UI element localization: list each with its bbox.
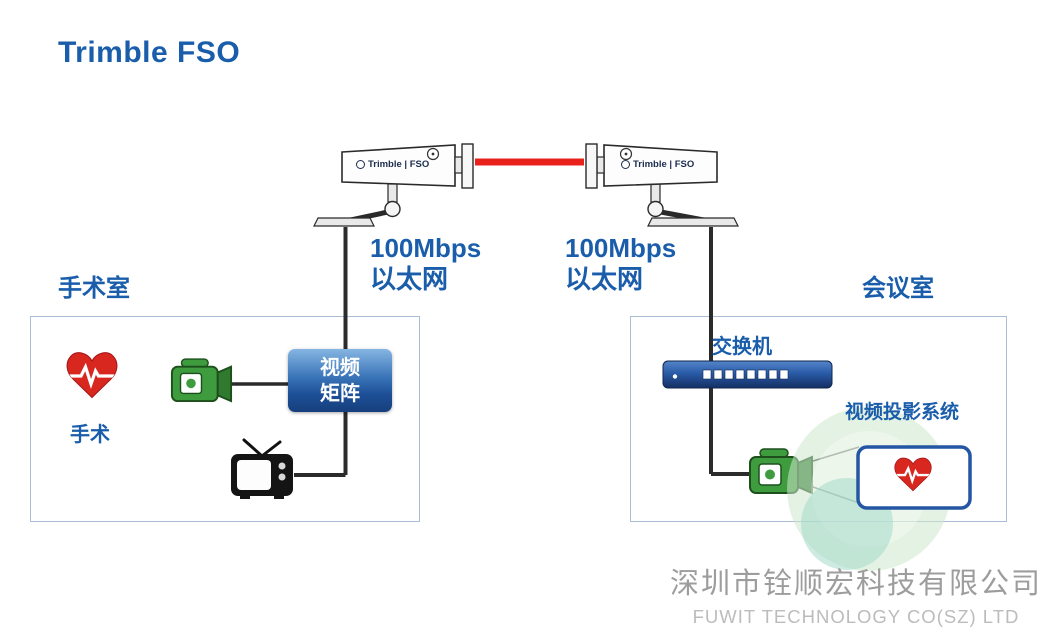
fso-brand-text-left: Trimble | FSO <box>368 159 430 170</box>
ethernet-label-left-line2: 以太网 <box>370 264 449 294</box>
fso-mount-joint-left <box>384 200 401 218</box>
fso-device-left <box>313 143 474 227</box>
video-matrix-line2: 矩阵 <box>320 382 360 405</box>
surgery-heart-icon <box>67 353 117 398</box>
video-matrix-line1: 视频 <box>320 356 360 379</box>
operating-room-box <box>30 316 420 522</box>
fso-lens-bracket-right <box>596 156 605 174</box>
operating-camera-icon <box>170 358 233 403</box>
fso-lens-plate-left <box>461 143 474 189</box>
fso-mount-neck-right <box>650 183 661 203</box>
fso-lens-bracket-left <box>454 156 463 174</box>
ethernet-label-right-line2: 以太网 <box>565 264 644 294</box>
ethernet-cable-right <box>709 227 751 476</box>
page-title: Trimble FSO <box>58 36 241 69</box>
ethernet-label-left-line1: 100Mbps <box>370 233 482 263</box>
fso-brand-label-left: Trimble | FSO <box>356 159 429 170</box>
video-matrix-box: 视频 矩阵 <box>288 349 392 412</box>
switch-ports <box>702 369 789 380</box>
watermark: 深圳市铨顺宏科技有限公司 FUWIT TECHNOLOGY CO(SZ) LTD <box>660 560 1052 628</box>
fso-brand-label-right: Trimble | FSO <box>621 159 694 170</box>
switch-label: 交换机 <box>712 336 772 358</box>
trimble-globe-icon <box>621 160 630 169</box>
tv-monitor-icon <box>230 438 294 500</box>
fso-mount-joint-right <box>647 200 664 218</box>
watermark-company-cn: 深圳市铨顺宏科技有限公司 <box>669 568 1042 600</box>
trimble-globe-icon <box>356 160 365 169</box>
projection-system-label: 视频投影系统 <box>845 402 960 423</box>
network-switch <box>662 360 833 389</box>
surgery-label: 手术 <box>70 424 110 446</box>
fso-device-right <box>585 143 739 227</box>
fso-mount-plate-left <box>313 217 375 227</box>
fso-housing-left <box>341 144 456 187</box>
conference-room-label: 会议室 <box>862 275 934 302</box>
ethernet-label-left: 100Mbps 以太网 <box>370 233 481 295</box>
fso-sight-dot-right <box>624 152 628 156</box>
fso-mount-plate-right <box>647 217 739 227</box>
fso-housing-right <box>603 144 718 187</box>
fso-sight-dot-left <box>431 152 435 156</box>
switch-led <box>672 374 678 379</box>
ethernet-label-right-line1: 100Mbps <box>565 233 677 263</box>
ethernet-label-right: 100Mbps 以太网 <box>565 233 676 295</box>
watermark-company-en: FUWIT TECHNOLOGY CO(SZ) LTD <box>692 606 1020 627</box>
operating-room-label: 手术室 <box>58 275 130 302</box>
fso-brand-text-right: Trimble | FSO <box>633 159 695 170</box>
fso-mount-neck-left <box>387 183 398 203</box>
fso-lens-plate-right <box>585 143 598 189</box>
